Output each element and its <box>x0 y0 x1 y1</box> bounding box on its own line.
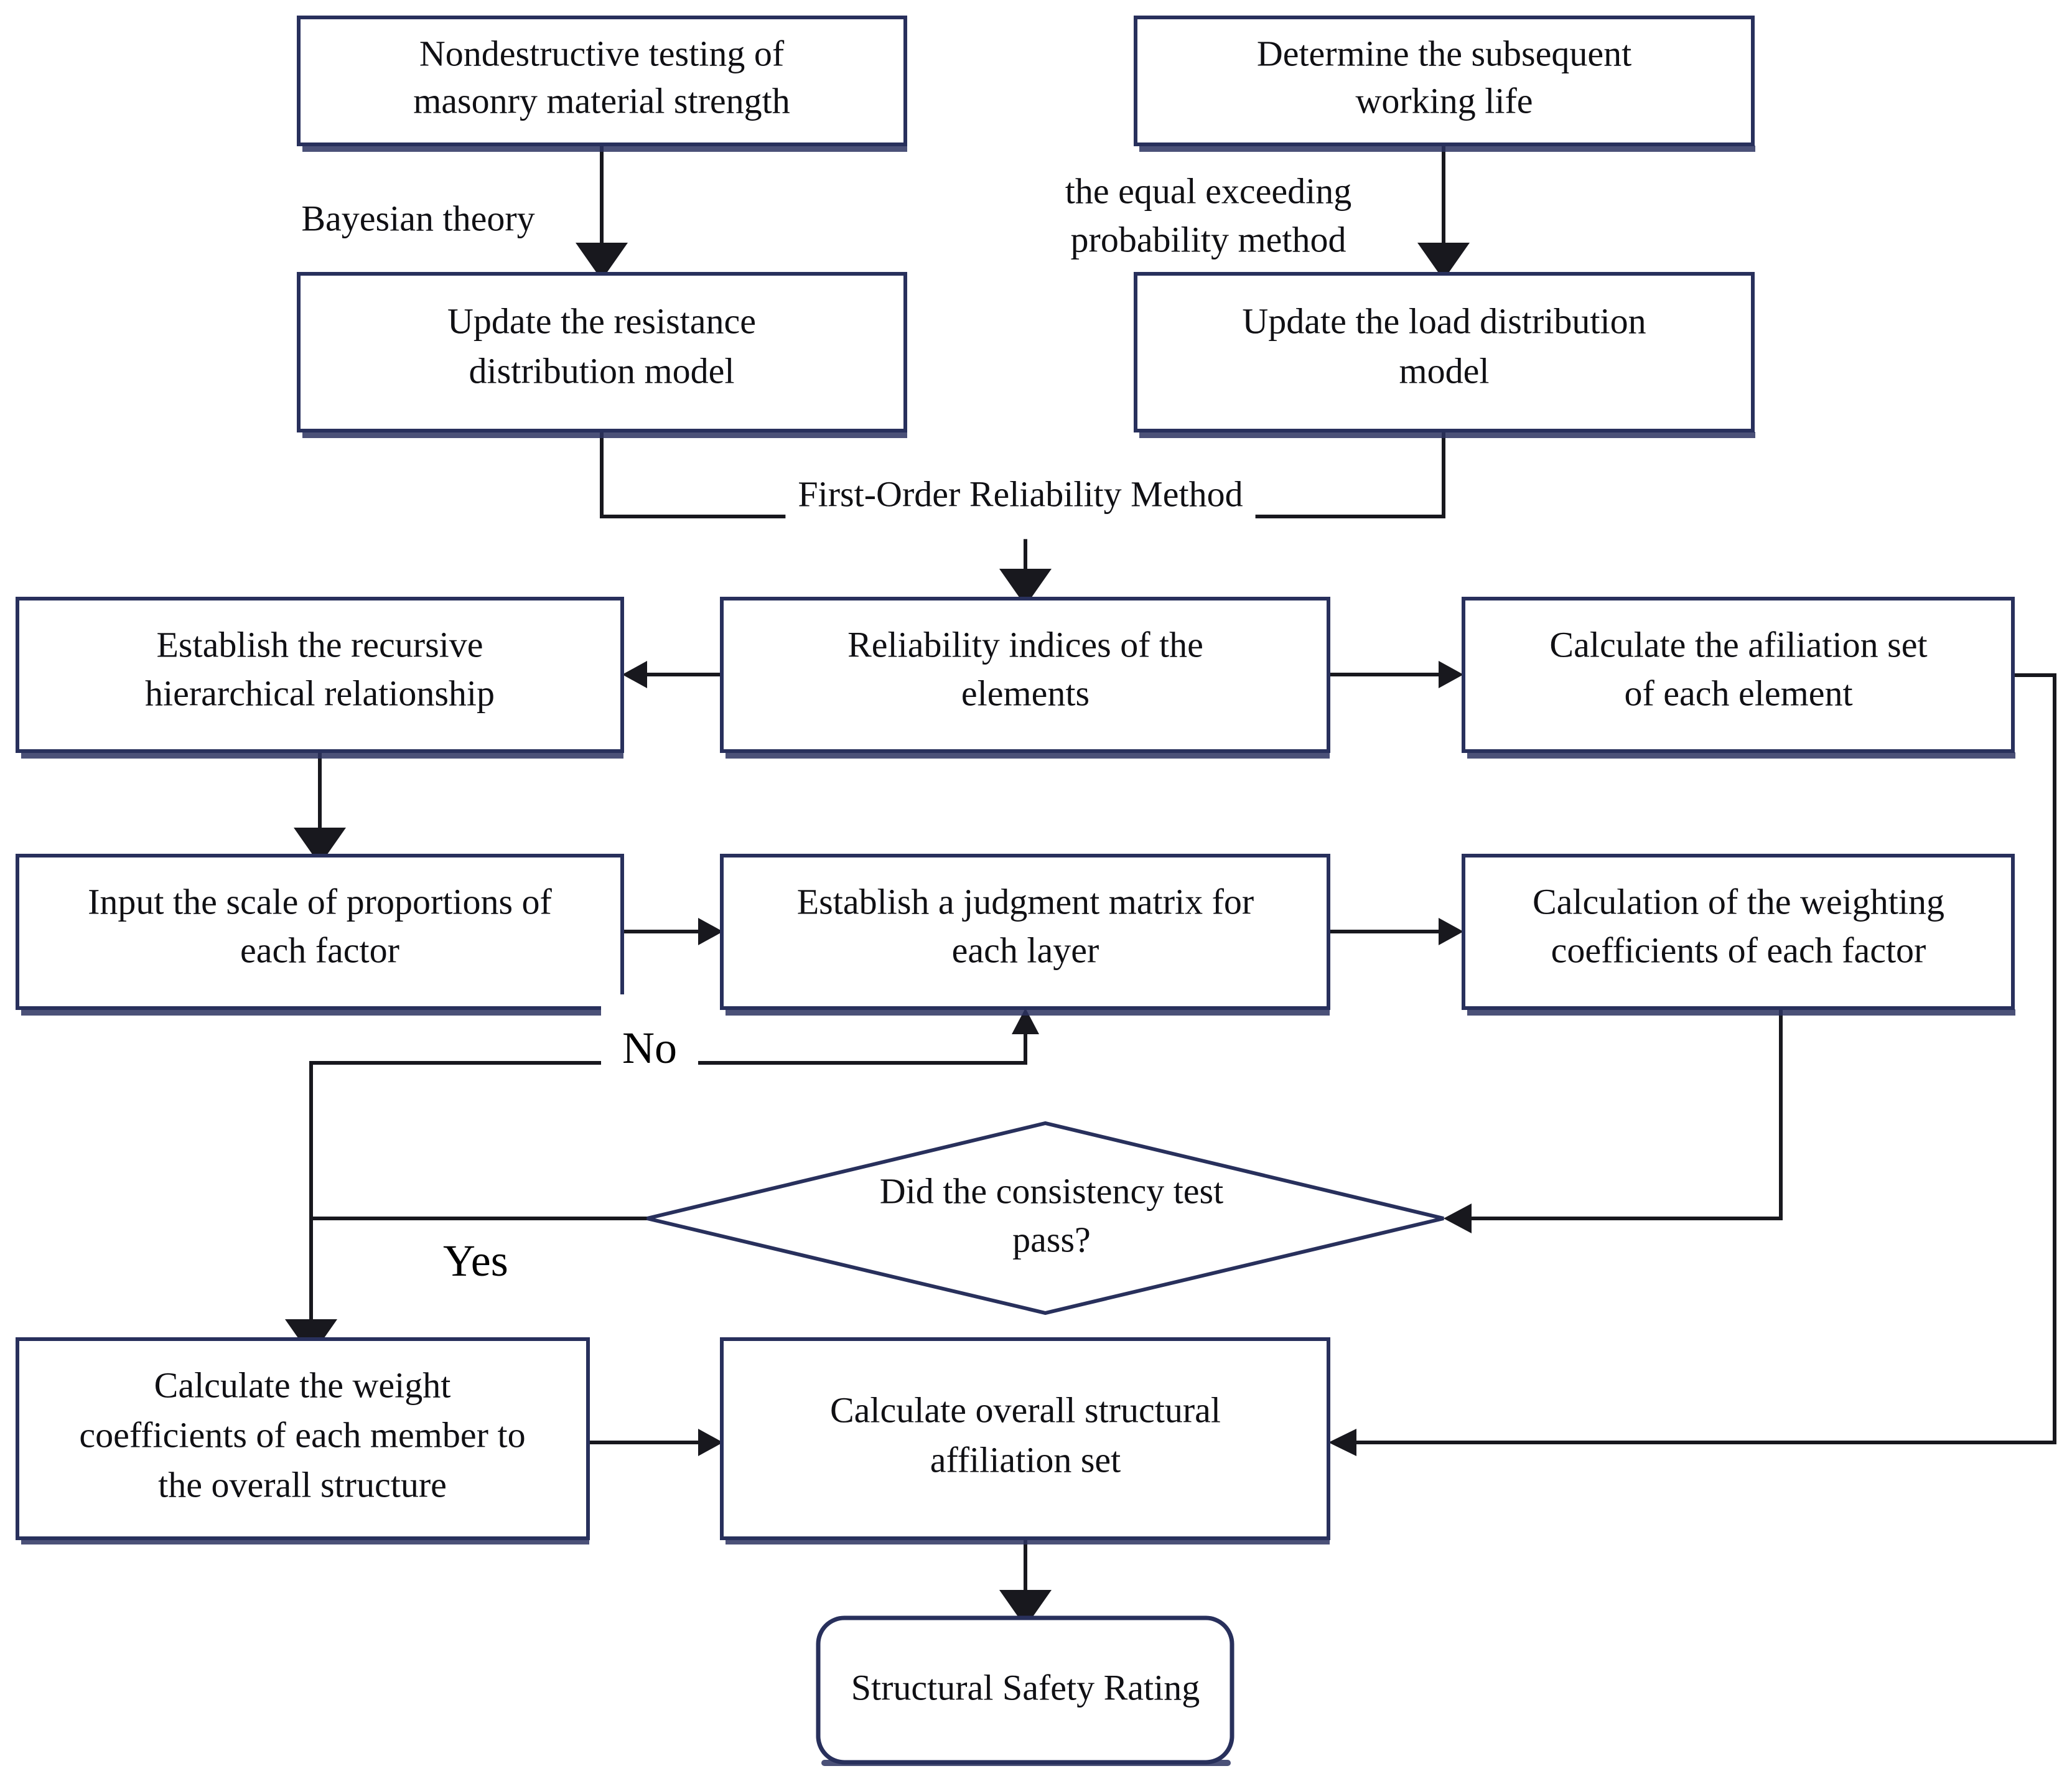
node-establish-recursive-hierarchy-line-0: Establish the recursive <box>156 624 483 665</box>
node-reliability-indices-line-1: elements <box>961 673 1090 713</box>
edge-member-weight-to-overall <box>588 1429 723 1456</box>
edge-consistency-no-to-judgment <box>309 1008 1039 1220</box>
edge-label-equal-exceeding-line1: the equal exceeding <box>1065 171 1352 211</box>
node-consistency-test-line-1: pass? <box>1012 1219 1091 1259</box>
node-consistency-test-line-0: Did the consistency test <box>880 1171 1224 1211</box>
edge-input-scale-to-judgment <box>622 918 723 945</box>
node-calculate-member-weight-coefficients-line-2: the overall structure <box>158 1464 447 1505</box>
node-calculate-afiliation-set[interactable]: Calculate the afiliation set of each ele… <box>1462 597 2015 759</box>
node-calculate-afiliation-set-line-0: Calculate the afiliation set <box>1549 624 1927 665</box>
node-calculate-overall-affiliation-set-line-1: affiliation set <box>930 1439 1121 1480</box>
node-establish-judgment-matrix-line-1: each layer <box>952 930 1099 970</box>
edge-label-bayesian-theory: Bayesian theory <box>301 198 534 238</box>
node-consistency-test[interactable]: Did the consistency test pass? <box>646 1121 1444 1315</box>
node-calculate-member-weight-coefficients[interactable]: Calculate the weight coefficients of eac… <box>16 1337 590 1544</box>
node-update-load-model[interactable]: Update the load distribution model <box>1134 272 1755 438</box>
node-nondestructive-testing-line-0: Nondestructive testing of <box>419 33 785 73</box>
node-calculation-weighting-coefficients[interactable]: Calculation of the weighting coefficient… <box>1462 854 2015 1016</box>
node-input-scale-proportions-line-0: Input the scale of proportions of <box>88 881 552 922</box>
node-nondestructive-testing-line-1: masonry material strength <box>413 80 790 121</box>
edge-label-decision-yes: Yes <box>443 1236 508 1286</box>
node-calculation-weighting-coefficients-line-1: coefficients of each factor <box>1551 930 1926 970</box>
node-establish-recursive-hierarchy[interactable]: Establish the recursive hierarchical rel… <box>16 597 624 759</box>
node-determine-working-life-line-1: working life <box>1355 80 1533 121</box>
node-establish-judgment-matrix-line-0: Establish a judgment matrix for <box>797 881 1254 922</box>
node-determine-working-life-line-0: Determine the subsequent <box>1257 33 1631 73</box>
edge-afiliation-to-overall <box>1328 673 2056 1456</box>
edge-reliability-to-hierarchy <box>622 661 722 688</box>
node-update-load-model-line-0: Update the load distribution <box>1242 301 1646 341</box>
edge-label-equal-exceeding-line2: probability method <box>1071 219 1346 259</box>
edge-weighting-to-consistency <box>1444 1009 1783 1233</box>
node-nondestructive-testing[interactable]: Nondestructive testing of masonry materi… <box>297 16 907 152</box>
node-structural-safety-rating-line-0: Structural Safety Rating <box>851 1667 1200 1708</box>
node-update-resistance-model-line-1: distribution model <box>469 350 735 391</box>
edge-label-first-order-reliability-method: First-Order Reliability Method <box>798 474 1243 514</box>
node-structural-safety-rating[interactable]: Structural Safety Rating <box>816 1615 1234 1766</box>
node-update-resistance-model[interactable]: Update the resistance distribution model <box>297 272 907 438</box>
node-establish-recursive-hierarchy-line-1: hierarchical relationship <box>145 673 495 713</box>
node-reliability-indices[interactable]: Reliability indices of the elements <box>720 597 1330 759</box>
node-input-scale-proportions[interactable]: Input the scale of proportions of each f… <box>16 854 624 1016</box>
node-calculation-weighting-coefficients-line-0: Calculation of the weighting <box>1533 881 1944 922</box>
edge-judgment-to-weighting <box>1328 918 1463 945</box>
node-calculate-member-weight-coefficients-line-1: coefficients of each member to <box>79 1414 525 1455</box>
label-backdrop <box>785 449 1256 540</box>
node-calculate-overall-affiliation-set-line-0: Calculate overall structural <box>830 1390 1221 1430</box>
edge-reliability-to-afiliation <box>1328 661 1463 688</box>
label-backdrop <box>601 994 698 1101</box>
node-calculate-member-weight-coefficients-line-0: Calculate the weight <box>154 1365 451 1405</box>
edge-label-decision-no: No <box>622 1023 677 1073</box>
node-input-scale-proportions-line-1: each factor <box>240 930 399 970</box>
node-update-load-model-line-1: model <box>1399 350 1490 391</box>
node-establish-judgment-matrix[interactable]: Establish a judgment matrix for each lay… <box>720 854 1330 1016</box>
node-calculate-afiliation-set-line-1: of each element <box>1624 673 1852 713</box>
node-update-resistance-model-line-0: Update the resistance <box>447 301 756 341</box>
node-determine-working-life[interactable]: Determine the subsequent working life <box>1134 16 1755 152</box>
node-reliability-indices-line-0: Reliability indices of the <box>847 624 1203 665</box>
node-calculate-overall-affiliation-set[interactable]: Calculate overall structural affiliation… <box>720 1337 1330 1544</box>
